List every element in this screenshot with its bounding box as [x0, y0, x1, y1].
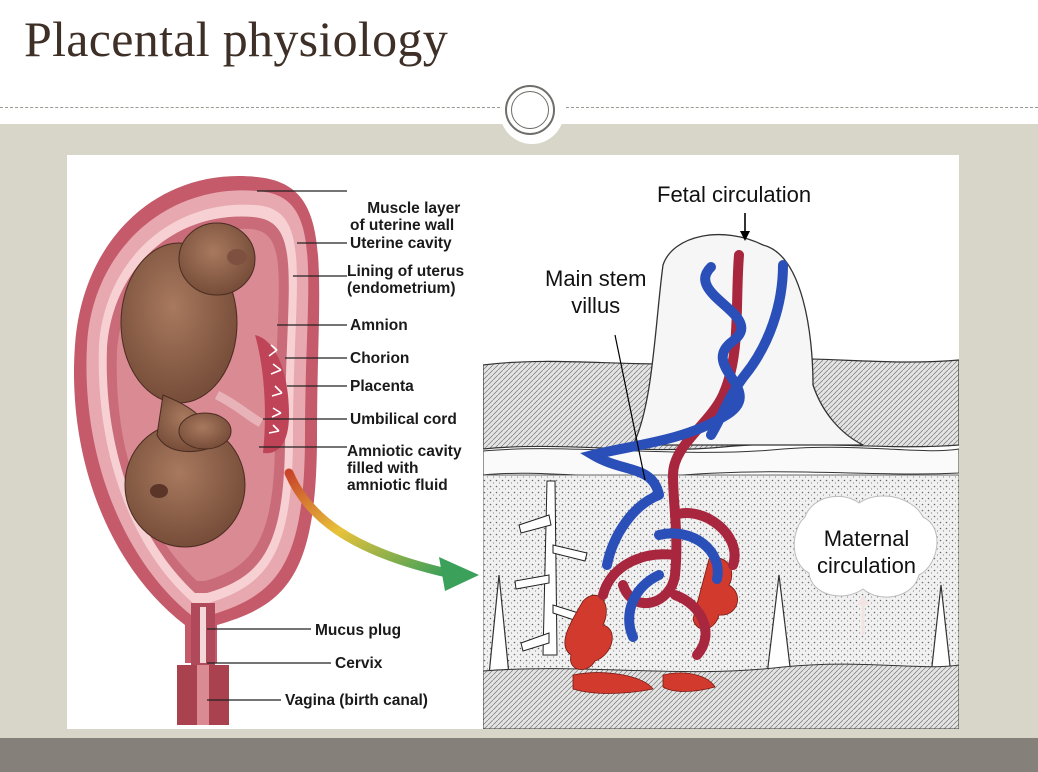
fetal-arrow-icon — [740, 231, 750, 241]
label-fetal-circulation: Fetal circulation — [657, 182, 812, 207]
label-amniotic-cavity: Amniotic cavity filled with amniotic flu… — [347, 443, 462, 494]
uterus-illustration-panel: Muscle layer of uterine wall Uterine cav… — [67, 155, 483, 729]
label-chorion: Chorion — [350, 350, 410, 367]
maternal-blood-cloud — [793, 495, 938, 598]
zoom-arrow — [284, 468, 452, 578]
fetal-vessels — [580, 250, 788, 660]
maternal-blood-pools — [564, 557, 739, 694]
stem-villus-stalk — [631, 233, 864, 446]
label-main-stem-villus: Main stem villus — [545, 266, 647, 318]
label-uterine-cavity: Uterine cavity — [350, 235, 452, 252]
title-divider-left — [0, 107, 500, 108]
label-placenta: Placenta — [350, 378, 414, 395]
arrow-head-icon — [439, 557, 479, 591]
fetal-artery — [598, 250, 744, 660]
label-endometrium: Lining of uterus (endometrium) — [347, 263, 465, 297]
page-title: Placental physiology — [24, 11, 448, 67]
placenta-villi — [268, 344, 283, 434]
label-vagina: Vagina (birth canal) — [285, 692, 428, 709]
title-divider-right — [566, 107, 1038, 108]
villus-illustration-panel: Fetal circulation Main stem villus Mater… — [483, 155, 959, 729]
label-umbilical-cord: Umbilical cord — [350, 411, 457, 428]
villus-illustration — [483, 213, 959, 729]
footer-bar — [0, 738, 1038, 772]
label-muscle-layer: Muscle layer of uterine wall — [350, 200, 461, 234]
label-cervix: Cervix — [335, 655, 383, 672]
basal-plate — [483, 663, 959, 729]
fetal-vein — [580, 262, 747, 642]
leader-lines — [207, 190, 347, 701]
placenta — [255, 335, 289, 454]
fetus — [120, 222, 256, 548]
umbilical-cord — [214, 390, 264, 427]
villus-leader-line — [614, 334, 646, 481]
label-amnion: Amnion — [350, 317, 408, 334]
ring-ornament-icon — [505, 85, 555, 135]
label-mucus-plug: Mucus plug — [315, 622, 402, 639]
villus-tree-white — [514, 480, 588, 656]
uterus-illustration — [73, 176, 479, 725]
maternal-arrow-icon — [857, 595, 869, 605]
label-maternal-circulation: Maternal circulation — [817, 526, 917, 578]
